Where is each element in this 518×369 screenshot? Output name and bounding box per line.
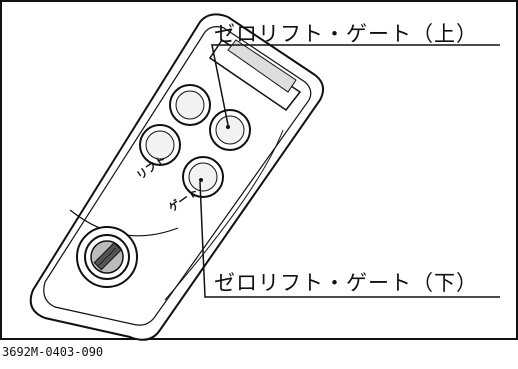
leader-line-top [211,44,500,126]
remote-inner-outline [43,26,312,326]
remote-button-lift [139,124,181,166]
callout-zero-lift-gate-down: ゼロリフト・ゲート（下） [214,271,478,295]
remote-button-top-left [169,84,211,126]
remote-top-window-inner [227,39,297,93]
leader-dot-top [226,125,230,129]
leader-line-bottom [199,181,500,298]
figure-code: 3692M-0403-090 [2,345,104,359]
remote-button-gate-up [209,109,251,151]
remote-side-edge [164,129,284,301]
leader-dot-bottom [199,178,203,182]
frame-border [0,0,518,340]
callout-zero-lift-gate-up: ゼロリフト・ゲート（上） [214,22,478,46]
key-icon [76,226,138,288]
remote-button-gate-down [182,156,224,198]
remote-top-window [208,38,302,112]
